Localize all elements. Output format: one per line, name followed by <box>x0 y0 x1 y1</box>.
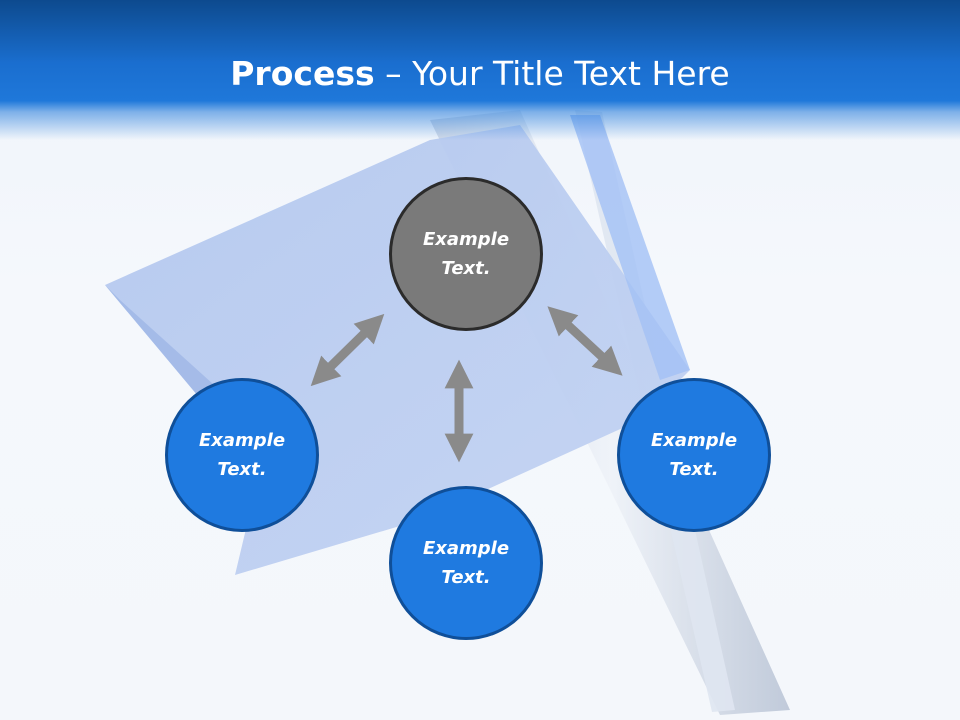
process-node-bottom: Example Text. <box>389 486 543 640</box>
node-bottom-text: Example Text. <box>422 538 510 588</box>
slide-title: Process – Your Title Text Here <box>0 52 960 96</box>
title-strong: Process <box>230 54 375 93</box>
node-left-text: Example Text. <box>198 430 286 480</box>
node-top-text: Example Text. <box>422 229 510 279</box>
process-node-top: Example Text. <box>389 177 543 331</box>
double-arrow-right-icon <box>547 306 623 376</box>
title-rest: – Your Title Text Here <box>374 54 730 93</box>
double-arrow-left-icon <box>310 313 385 387</box>
node-right-text: Example Text. <box>650 430 738 480</box>
process-node-right: Example Text. <box>617 378 771 532</box>
title-bar <box>0 0 960 140</box>
process-node-left: Example Text. <box>165 378 319 532</box>
